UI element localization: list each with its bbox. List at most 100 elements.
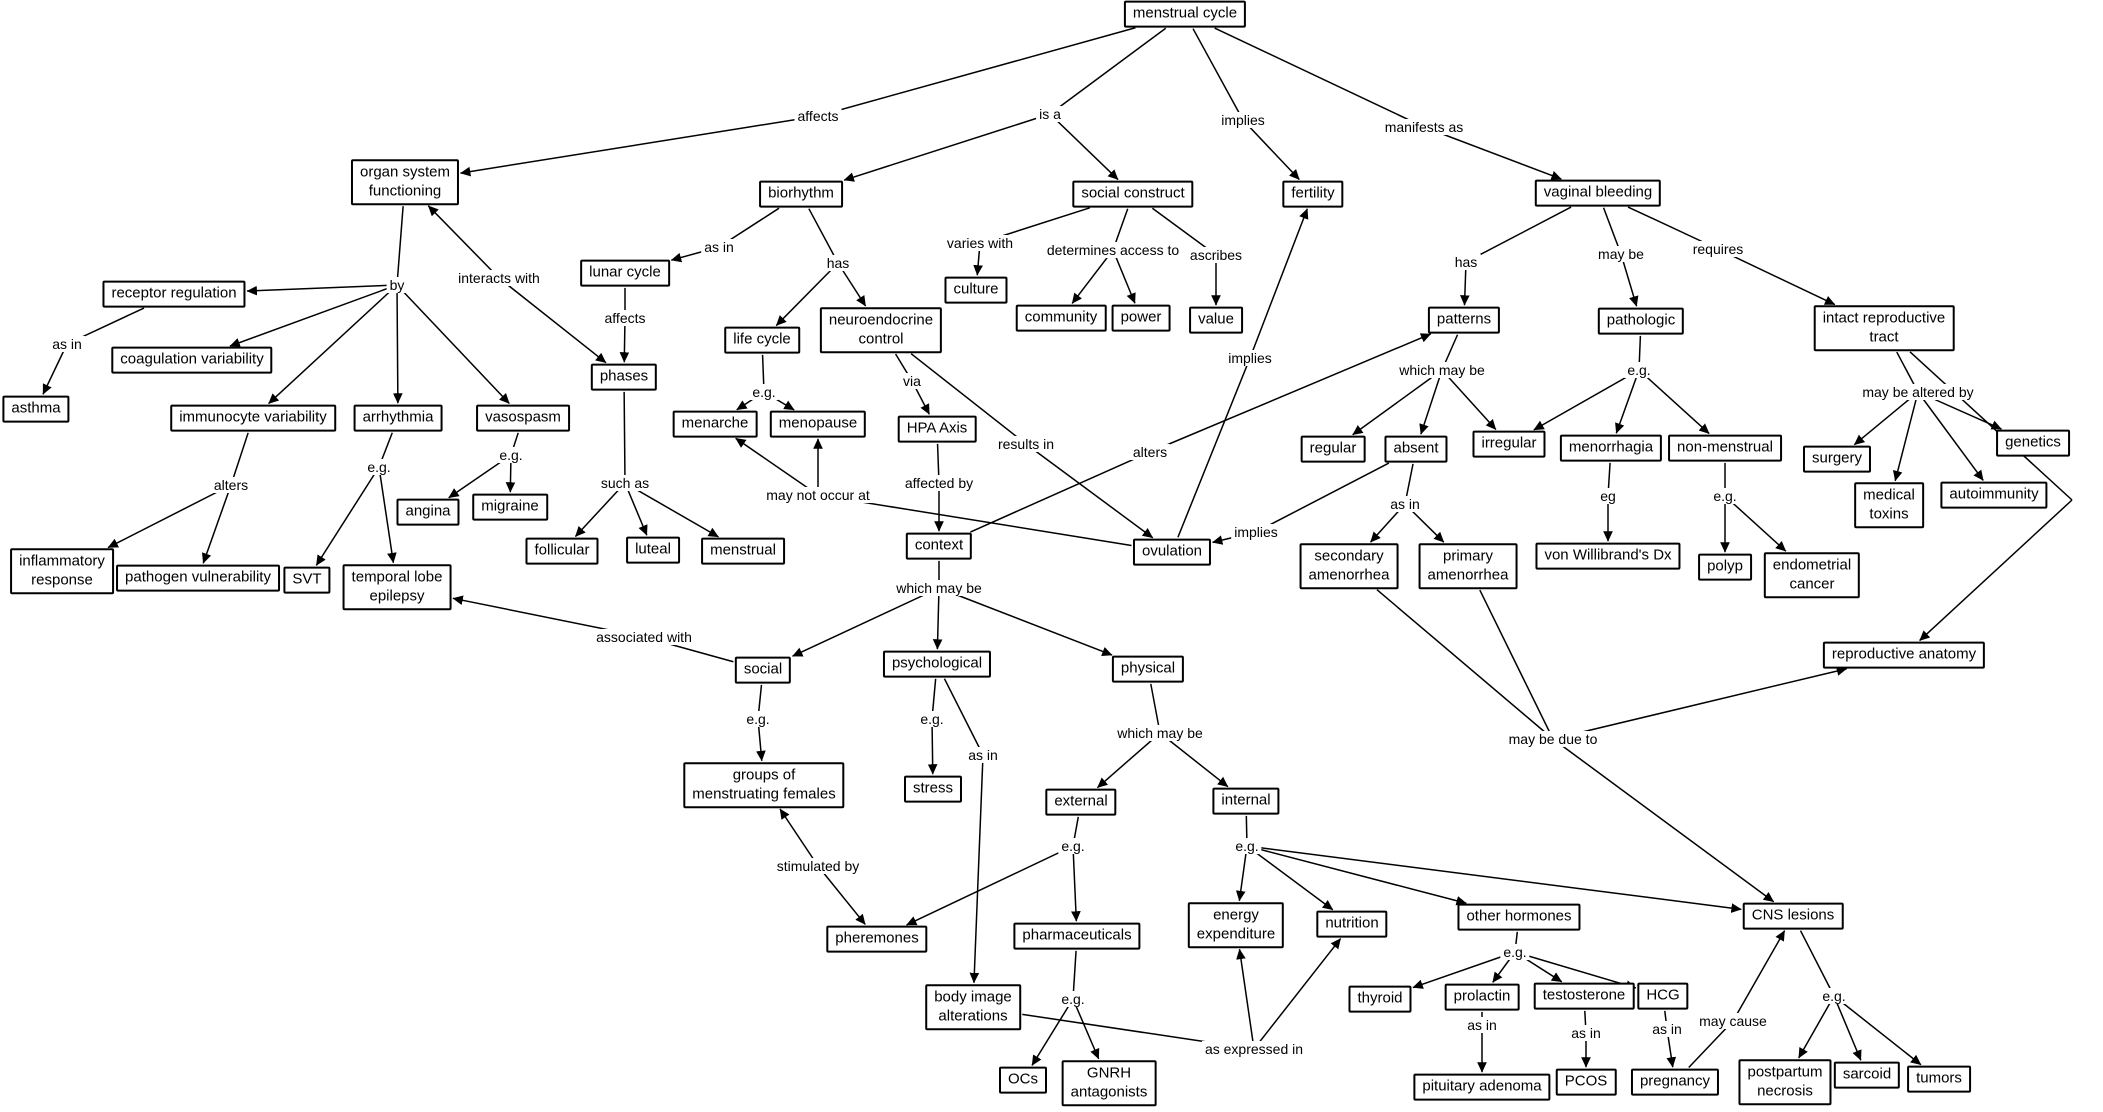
edge-label: varies with: [943, 235, 1017, 251]
node-thyroid[interactable]: thyroid: [1348, 985, 1412, 1013]
edge-line: [1552, 666, 1848, 740]
node-menopause[interactable]: menopause: [769, 410, 867, 438]
node-hcg[interactable]: HCG: [1637, 982, 1689, 1010]
edge-label: e.g.: [1819, 988, 1849, 1004]
node-temporal-lobe-epilepsy[interactable]: temporal lobe epilepsy: [342, 564, 452, 610]
node-genetics[interactable]: genetics: [1996, 429, 2070, 457]
edge-line: [378, 466, 397, 564]
node-biorhythm[interactable]: biorhythm: [759, 180, 843, 208]
node-follicular[interactable]: follicular: [525, 537, 599, 565]
node-irregular[interactable]: irregular: [1472, 430, 1546, 458]
node-von-willibrands-dx[interactable]: von Willibrand's Dx: [1535, 542, 1681, 570]
edge-line: [817, 27, 1136, 117]
edge-line: [623, 391, 626, 484]
node-menorrhagia[interactable]: menorrhagia: [1559, 434, 1663, 462]
node-endometrial-cancer[interactable]: endometrial cancer: [1763, 552, 1861, 598]
node-power[interactable]: power: [1111, 304, 1171, 332]
edge-line: [1235, 845, 1248, 902]
node-pcos[interactable]: PCOS: [1555, 1068, 1617, 1096]
node-psychological[interactable]: psychological: [882, 650, 992, 678]
node-polyp[interactable]: polyp: [1698, 553, 1752, 581]
node-vasospasm[interactable]: vasospasm: [476, 404, 570, 432]
node-phases[interactable]: phases: [590, 363, 658, 391]
node-regular[interactable]: regular: [1300, 435, 1366, 463]
node-other-hormones[interactable]: other hormones: [1457, 903, 1581, 931]
node-non-menstrual[interactable]: non-menstrual: [1668, 434, 1782, 462]
edge-line: [392, 284, 403, 404]
edge-line: [1419, 369, 1443, 435]
node-physical[interactable]: physical: [1111, 655, 1185, 683]
node-energy-expenditure[interactable]: energy expenditure: [1187, 902, 1285, 948]
node-menarche[interactable]: menarche: [672, 410, 758, 438]
node-stress[interactable]: stress: [903, 775, 963, 803]
node-primary-amenorrhea[interactable]: primary amenorrhea: [1418, 543, 1518, 589]
node-pituitary-adenoma[interactable]: pituitary adenoma: [1413, 1073, 1551, 1101]
node-vaginal-bleeding[interactable]: vaginal bleeding: [1534, 179, 1662, 207]
node-testosterone[interactable]: testosterone: [1533, 982, 1635, 1010]
edge-line: [42, 343, 68, 395]
edge-line: [1615, 369, 1640, 434]
node-receptor-regulation[interactable]: receptor regulation: [102, 280, 246, 308]
node-context[interactable]: context: [905, 532, 973, 560]
node-migraine[interactable]: migraine: [472, 493, 548, 521]
node-reproductive-anatomy[interactable]: reproductive anatomy: [1822, 641, 1986, 669]
node-lunar-cycle[interactable]: lunar cycle: [580, 259, 670, 287]
edge-label: e.g.: [1710, 488, 1740, 504]
node-svt[interactable]: SVT: [283, 566, 331, 594]
node-menstrual[interactable]: menstrual: [701, 537, 785, 565]
node-pathogen-vulnerability[interactable]: pathogen vulnerability: [116, 564, 280, 592]
node-internal[interactable]: internal: [1212, 787, 1280, 815]
edge-label: manifests as: [1381, 119, 1467, 135]
node-coagulation-variability[interactable]: coagulation variability: [111, 346, 273, 374]
node-culture[interactable]: culture: [944, 276, 1008, 304]
node-community[interactable]: community: [1015, 304, 1107, 332]
node-tumors[interactable]: tumors: [1907, 1065, 1971, 1093]
node-pregnancy[interactable]: pregnancy: [1630, 1068, 1720, 1096]
edge-line: [624, 482, 719, 538]
node-cns-lesions[interactable]: CNS lesions: [1742, 902, 1844, 930]
node-surgery[interactable]: surgery: [1802, 445, 1872, 473]
node-postpartum-necrosis[interactable]: postpartum necrosis: [1738, 1059, 1832, 1105]
node-nutrition[interactable]: nutrition: [1316, 910, 1388, 938]
node-organ-system-functioning[interactable]: organ system functioning: [350, 159, 460, 205]
node-menstrual-cycle[interactable]: menstrual cycle: [1123, 0, 1247, 28]
node-patterns[interactable]: patterns: [1427, 306, 1501, 334]
edge-line: [1149, 333, 1432, 453]
node-autoimmunity[interactable]: autoimmunity: [1940, 481, 2048, 509]
edge-line: [910, 353, 1027, 445]
node-social-construct[interactable]: social construct: [1072, 180, 1194, 208]
node-groups-of-menstruating-females[interactable]: groups of menstruating females: [683, 762, 845, 808]
node-external[interactable]: external: [1045, 788, 1117, 816]
node-medical-toxins[interactable]: medical toxins: [1854, 482, 1924, 528]
node-arrhythmia[interactable]: arrhythmia: [353, 404, 443, 432]
node-pheremones[interactable]: pheremones: [826, 925, 928, 953]
node-neuroendocrine-control[interactable]: neuroendocrine control: [819, 307, 943, 353]
node-immunocyte-variability[interactable]: immunocyte variability: [170, 404, 336, 432]
node-prolactin[interactable]: prolactin: [1444, 983, 1520, 1011]
node-absent[interactable]: absent: [1384, 435, 1448, 463]
node-sarcoid[interactable]: sarcoid: [1833, 1061, 1901, 1089]
node-inflammatory-response[interactable]: inflammatory response: [10, 548, 114, 594]
edge-label: implies: [1218, 112, 1268, 128]
edge-label: as in: [1568, 1025, 1604, 1041]
node-pharmaceuticals[interactable]: pharmaceuticals: [1013, 922, 1141, 950]
node-value[interactable]: value: [1189, 306, 1243, 334]
node-ovulation[interactable]: ovulation: [1132, 538, 1212, 566]
node-luteal[interactable]: luteal: [626, 536, 680, 564]
edge-line: [624, 482, 648, 536]
node-ocs[interactable]: OCs: [999, 1066, 1047, 1094]
edge-label: eg: [1597, 488, 1619, 504]
node-secondary-amenorrhea[interactable]: secondary amenorrhea: [1299, 543, 1399, 589]
edge-line: [1423, 126, 1562, 181]
node-body-image-alterations[interactable]: body image alterations: [925, 984, 1021, 1030]
node-asthma[interactable]: asthma: [2, 395, 70, 423]
node-gnrh-antagonists[interactable]: GNRH antagonists: [1061, 1060, 1157, 1106]
node-social[interactable]: social: [734, 656, 792, 684]
node-life-cycle[interactable]: life cycle: [724, 326, 800, 354]
node-pathologic[interactable]: pathologic: [1597, 307, 1685, 335]
node-hpa-axis[interactable]: HPA Axis: [897, 415, 977, 443]
edge-label: e.g.: [1058, 838, 1088, 854]
node-fertility[interactable]: fertility: [1282, 180, 1344, 208]
node-angina[interactable]: angina: [396, 498, 460, 526]
node-intact-reproductive-tract[interactable]: intact reproductive tract: [1813, 305, 1955, 351]
